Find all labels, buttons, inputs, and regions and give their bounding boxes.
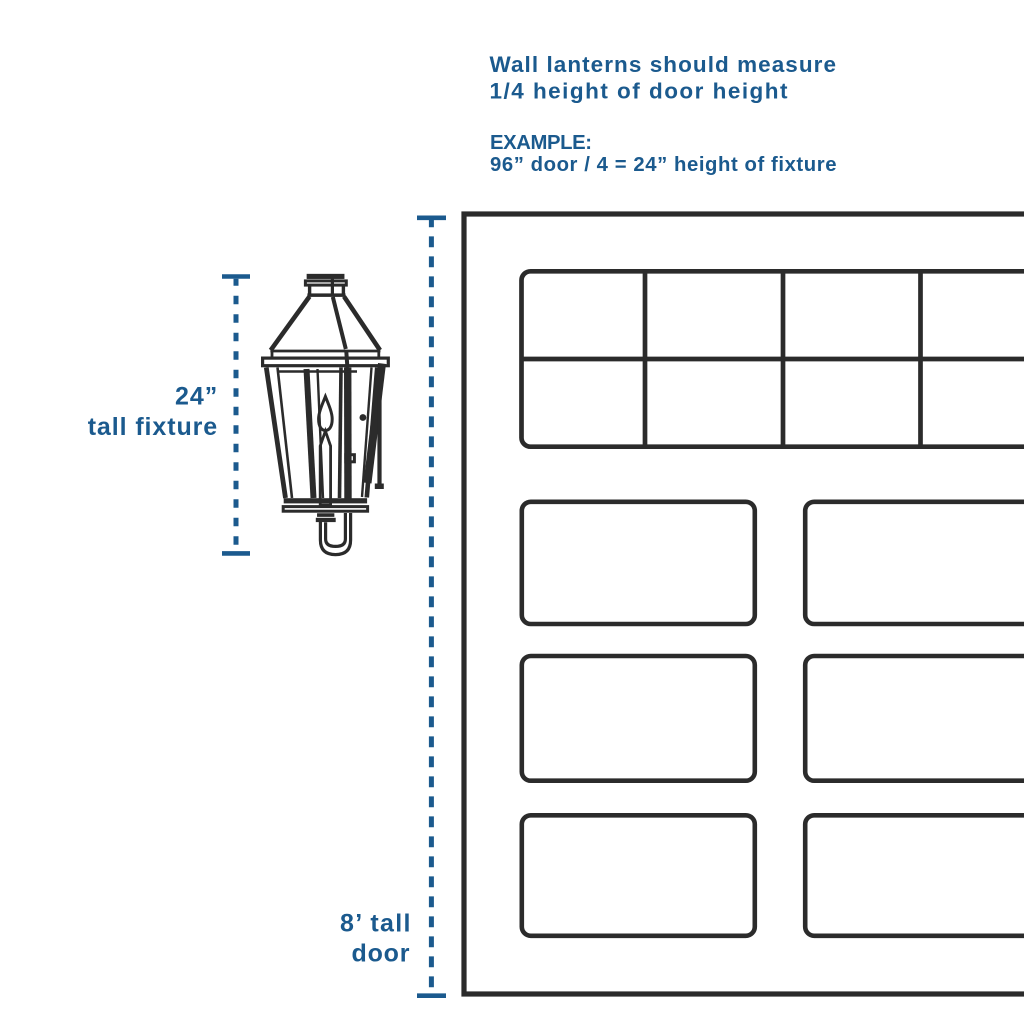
- svg-text:door: door: [352, 939, 410, 967]
- svg-text:8’ tall: 8’ tall: [340, 910, 411, 938]
- svg-text:24”: 24”: [175, 382, 217, 410]
- svg-text:Wall lanterns should measure: Wall lanterns should measure: [490, 52, 837, 77]
- svg-text:EXAMPLE:: EXAMPLE:: [490, 132, 592, 154]
- svg-text:tall fixture: tall fixture: [88, 413, 218, 441]
- svg-text:1/4 height of door height: 1/4 height of door height: [490, 79, 789, 104]
- svg-text:96” door / 4 = 24” height of f: 96” door / 4 = 24” height of fixture: [490, 154, 837, 176]
